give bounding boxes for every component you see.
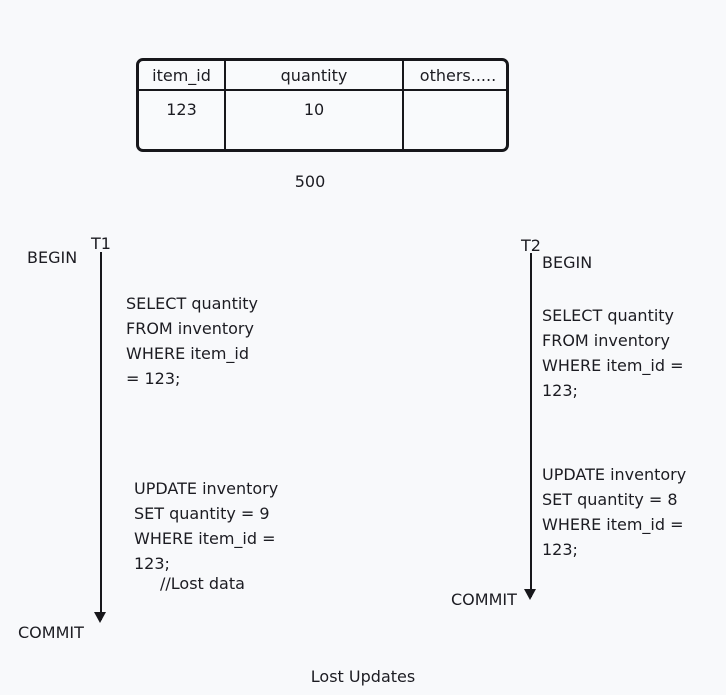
table-row: 123 10 [139, 90, 506, 149]
t1-update-statement: UPDATE inventory SET quantity = 9 WHERE … [134, 479, 279, 573]
table-header-row: item_id quantity others..... [139, 61, 506, 90]
t1-label: T1 [91, 234, 111, 253]
t1-timeline-arrow-icon [94, 612, 106, 623]
t2-begin-label: BEGIN [542, 253, 593, 272]
inventory-table: item_id quantity others..... 123 10 [136, 58, 509, 152]
t1-lost-data-comment: //Lost data [160, 574, 245, 593]
t1-begin-label: BEGIN [27, 248, 78, 267]
table-column-divider-2 [402, 61, 404, 149]
t1-select-statement: SELECT quantity FROM inventory WHERE ite… [126, 294, 259, 388]
t1-timeline [100, 252, 102, 620]
table-header-item-id: item_id [152, 66, 211, 85]
table-column-divider-1 [224, 61, 226, 149]
t1-commit-label: COMMIT [18, 623, 84, 642]
table-header-separator [139, 89, 506, 91]
figure-caption: Lost Updates [310, 667, 416, 686]
table-below-label: 500 [294, 172, 326, 191]
table-header-quantity: quantity [280, 66, 348, 85]
t2-label: T2 [521, 236, 541, 255]
table-header-others: others..... [419, 66, 497, 85]
t2-timeline [530, 253, 532, 597]
t2-update-statement: UPDATE inventory SET quantity = 8 WHERE … [542, 465, 687, 559]
t2-commit-label: COMMIT [451, 590, 517, 609]
t2-select-statement: SELECT quantity FROM inventory WHERE ite… [542, 306, 684, 400]
table-cell-quantity: 10 [303, 100, 325, 119]
table-cell-item-id: 123 [166, 100, 197, 119]
t2-timeline-arrow-icon [524, 589, 536, 600]
